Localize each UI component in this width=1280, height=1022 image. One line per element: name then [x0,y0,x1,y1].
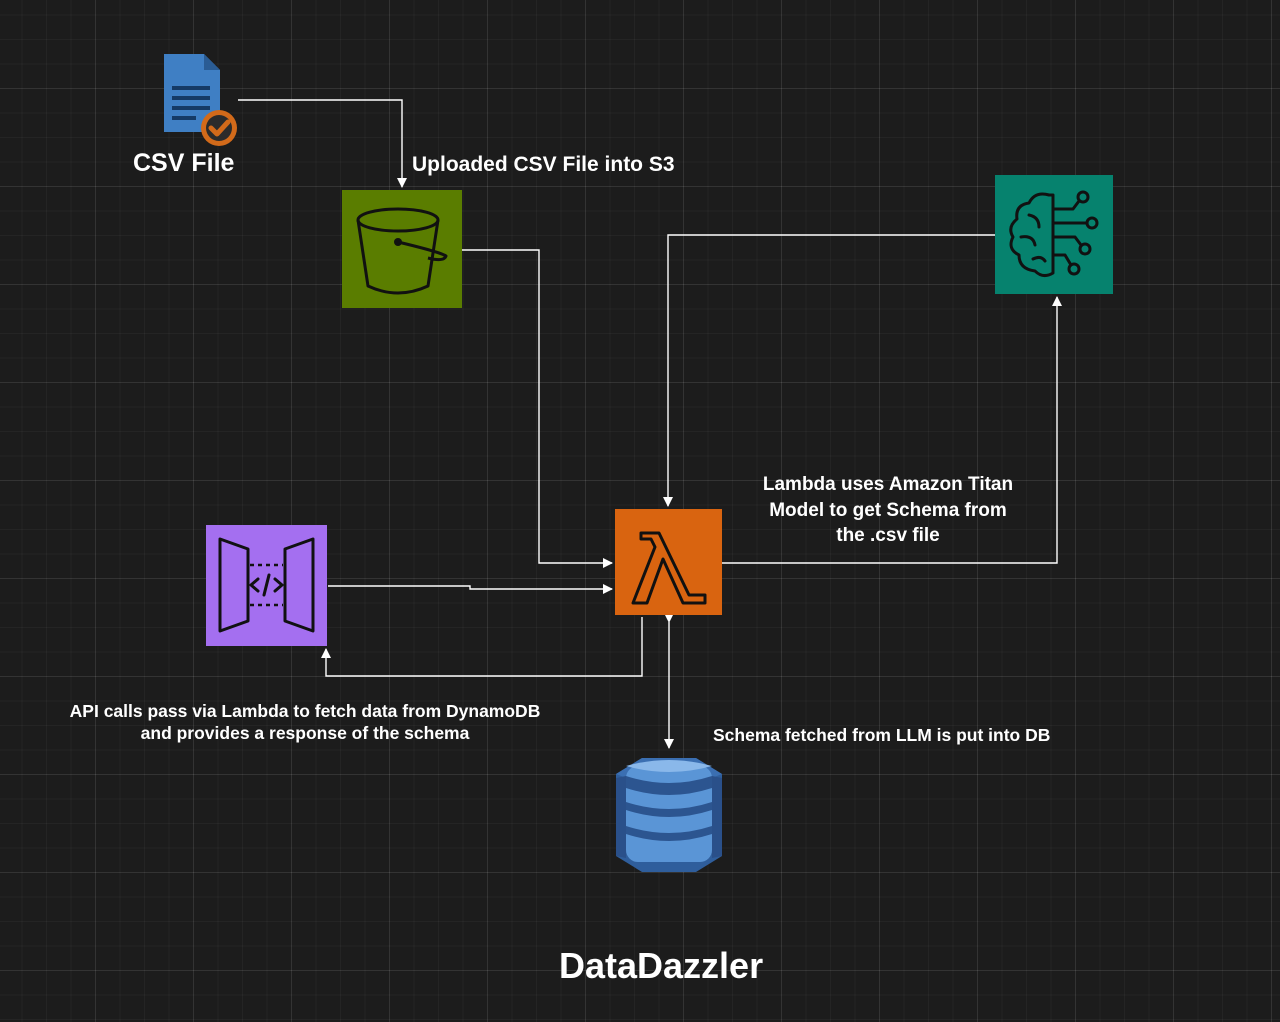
brain-circuit-icon [1009,190,1099,278]
lambda-titan-line-3: the .csv file [836,525,940,547]
lambda-node [615,509,722,615]
lambda-titan-line-1: Lambda uses Amazon Titan [762,474,1014,495]
api-gateway-node [206,525,327,646]
api-annotation: API calls pass via Lambda to fetch data … [40,701,570,745]
edge-lambda-to-api [321,617,643,677]
csv-file-label: CSV File [133,149,235,177]
dynamodb-icon [616,758,722,872]
edge-api-to-lambda [328,584,613,594]
schema-db-annotation: Schema fetched from LLM is put into DB [713,725,1051,745]
edge-bedrock-to-lambda [663,234,995,507]
bucket-icon [356,207,448,295]
csv-file-node [156,52,242,148]
api-annotation-line-2: and provides a response of the schema [140,722,470,743]
diagram-title: DataDazzler [559,945,764,986]
lambda-titan-line-2: Model to get Schema from [769,499,1007,521]
upload-annotation: Uploaded CSV File into S3 [412,153,675,176]
bedrock-model-node [995,175,1113,294]
lambda-titan-annotation: Lambda uses Amazon Titan Model to get Sc… [748,472,1028,549]
edge-lambda-to-bedrock [722,296,1062,564]
api-gateway-icon [218,537,315,633]
edge-s3-to-lambda [462,249,613,568]
s3-bucket-node [342,190,462,308]
edge-csv-to-s3 [238,99,407,188]
dynamodb-node [612,752,726,876]
lambda-icon [631,531,707,605]
document-check-icon [164,54,237,146]
api-annotation-line-1: API calls pass via Lambda to fetch data … [69,701,541,721]
